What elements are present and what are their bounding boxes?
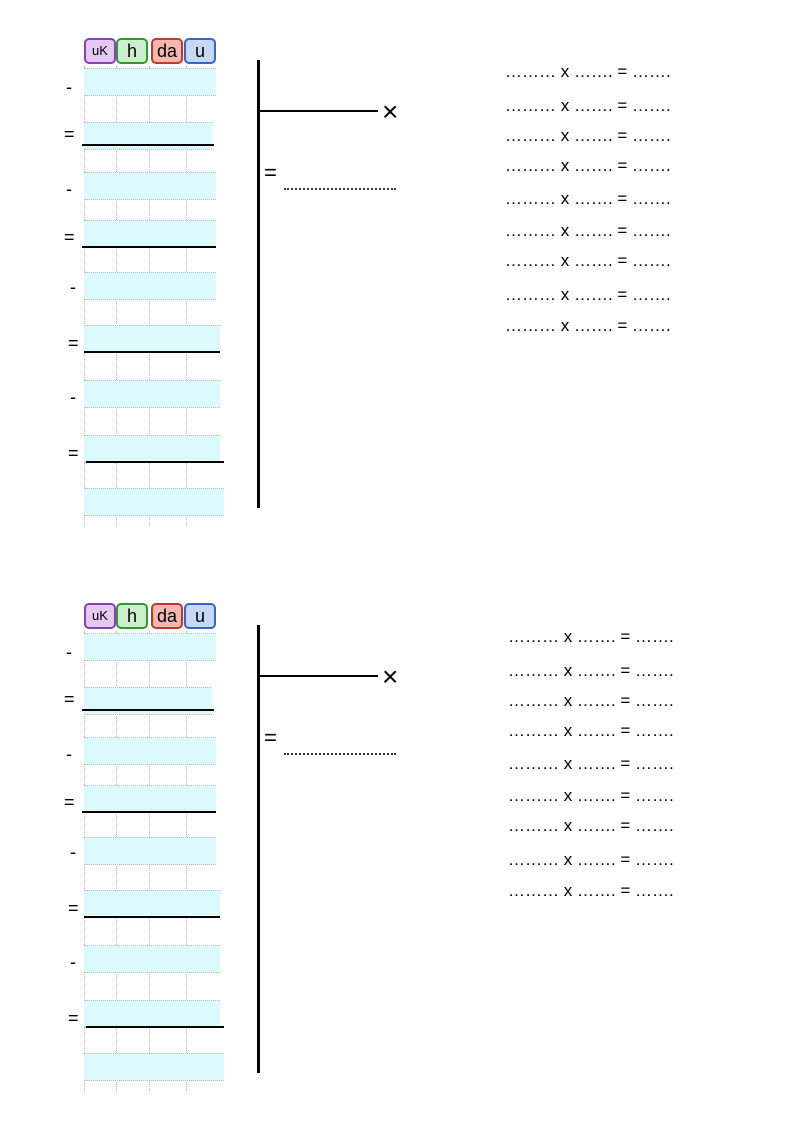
quotient-dotted-line[interactable] (284, 188, 396, 190)
divisor-line (258, 675, 378, 677)
multiplication-row[interactable]: ……… x ……. = ……. (505, 156, 671, 175)
multiplication-row[interactable]: ……… x ……. = ……. (508, 721, 674, 740)
equals-sign: = (68, 898, 79, 918)
multiplication-row[interactable]: ……… x ……. = ……. (505, 126, 671, 145)
equals-sign: = (64, 124, 75, 144)
place-value-header-uk: uK (84, 38, 116, 64)
place-value-header-da: da (151, 603, 183, 629)
result-underline (82, 144, 214, 146)
multiplication-row[interactable]: ……… x ……. = ……. (508, 816, 674, 835)
result-underline (82, 246, 216, 248)
minus-sign: - (66, 179, 72, 199)
place-value-header-u: u (184, 603, 216, 629)
minus-sign: - (70, 952, 76, 972)
equals-sign: = (68, 1008, 79, 1028)
quotient-equals-sign: = (264, 725, 277, 750)
division-vertical-bar (257, 60, 260, 508)
digit-row-cell[interactable] (84, 837, 216, 865)
multiplication-row[interactable]: ……… x ……. = ……. (508, 661, 674, 680)
digit-row-cell[interactable] (84, 435, 220, 463)
equals-sign: = (68, 443, 79, 463)
multiplication-row[interactable]: ……… x ……. = ……. (508, 850, 674, 869)
digit-row-cell[interactable] (84, 488, 224, 516)
digit-row-cell[interactable] (84, 220, 216, 248)
minus-sign: - (70, 842, 76, 862)
digit-row-cell[interactable] (84, 633, 216, 661)
digit-row-cell[interactable] (84, 890, 220, 918)
equals-sign: = (64, 227, 75, 247)
quotient-dotted-line[interactable] (284, 753, 396, 755)
minus-sign: - (66, 642, 72, 662)
multiplication-row[interactable]: ……… x ……. = ……. (505, 285, 671, 304)
multiplication-row[interactable]: ……… x ……. = ……. (508, 881, 674, 900)
equals-sign: = (64, 689, 75, 709)
result-underline (82, 709, 214, 711)
place-value-header-h: h (116, 603, 148, 629)
result-underline (86, 1026, 224, 1028)
multiplication-row[interactable]: ……… x ……. = ……. (508, 627, 674, 646)
multiplication-row[interactable]: ……… x ……. = ……. (508, 691, 674, 710)
digit-row-cell[interactable] (84, 325, 220, 353)
digit-row-cell[interactable] (84, 380, 220, 408)
multiplication-row[interactable]: ……… x ……. = ……. (505, 251, 671, 270)
divisor-line (258, 110, 378, 112)
digit-row-cell[interactable] (84, 1000, 220, 1028)
cross-icon: × (382, 96, 399, 127)
equals-sign: = (64, 792, 75, 812)
multiplication-row[interactable]: ……… x ……. = ……. (505, 62, 671, 81)
digit-row-cell[interactable] (84, 272, 216, 300)
result-underline (84, 916, 220, 918)
place-value-header-da: da (151, 38, 183, 64)
multiplication-row[interactable]: ……… x ……. = ……. (508, 754, 674, 773)
minus-sign: - (70, 387, 76, 407)
multiplication-row[interactable]: ……… x ……. = ……. (505, 316, 671, 335)
multiplication-row[interactable]: ……… x ……. = ……. (505, 96, 671, 115)
equals-sign: = (68, 333, 79, 353)
result-underline (86, 461, 224, 463)
result-underline (84, 351, 220, 353)
place-value-header-u: u (184, 38, 216, 64)
digit-row-cell[interactable] (84, 172, 216, 200)
cross-icon: × (382, 661, 399, 692)
minus-sign: - (70, 277, 76, 297)
place-value-header-uk: uK (84, 603, 116, 629)
minus-sign: - (66, 744, 72, 764)
digit-row-cell[interactable] (84, 945, 220, 973)
multiplication-row[interactable]: ……… x ……. = ……. (505, 221, 671, 240)
result-underline (82, 811, 216, 813)
digit-row-cell[interactable] (84, 737, 216, 765)
place-value-header-h: h (116, 38, 148, 64)
division-vertical-bar (257, 625, 260, 1073)
quotient-equals-sign: = (264, 160, 277, 185)
multiplication-row[interactable]: ……… x ……. = ……. (508, 786, 674, 805)
digit-row-cell[interactable] (84, 1053, 224, 1081)
minus-sign: - (66, 77, 72, 97)
multiplication-row[interactable]: ……… x ……. = ……. (505, 189, 671, 208)
digit-row-cell[interactable] (84, 68, 216, 96)
digit-row-cell[interactable] (84, 785, 216, 813)
